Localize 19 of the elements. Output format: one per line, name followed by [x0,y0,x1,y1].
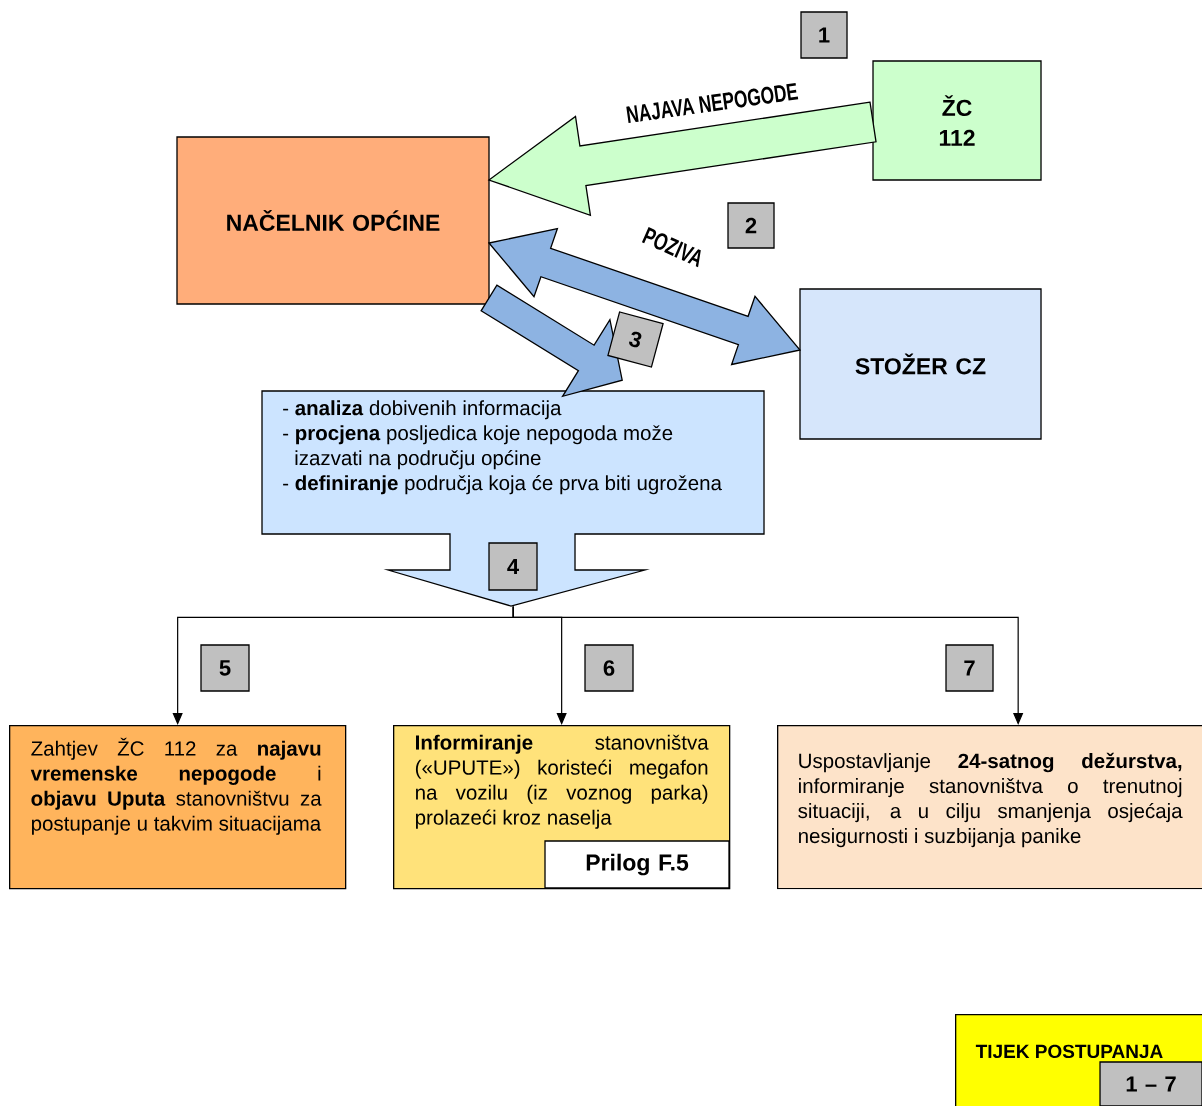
connector-arrow [512,605,1024,725]
process-box: NAČELNIK OPĆINE [176,136,490,305]
block-arrow [487,101,877,217]
number-badge: 5 [200,644,250,692]
process-box: ŽC 112 [872,60,1042,181]
number-badge: 7 [945,644,994,692]
edge-label: POZIVA [641,227,701,268]
attachment-label: Prilog F.5 [544,840,730,889]
number-badge: 4 [488,542,538,591]
edge-label: NAJAVA NEPOGODE [626,82,799,124]
number-badge: 1 – 7 [1099,1061,1202,1106]
process-box: STOŽER CZ [799,288,1042,440]
block-arrow [480,284,623,398]
number-badge: 6 [584,644,634,692]
number-badge: 3 [607,311,664,368]
number-badge: 2 [727,202,775,249]
number-badge: 1 [800,11,848,59]
process-box: Zahtjev ŽC 112 za najavu vremenske nepogode i objavu Uputa stanovništvu za postupanje u takvim situacijama [9,725,347,890]
process-box: Uspostavljanje 24-satnog dežurstva, informiranje stanovništva o trenutnoj situaciji, a u cilju smanjenja osjećaja nesigurnosti i suzbijanja panike [777,725,1202,890]
